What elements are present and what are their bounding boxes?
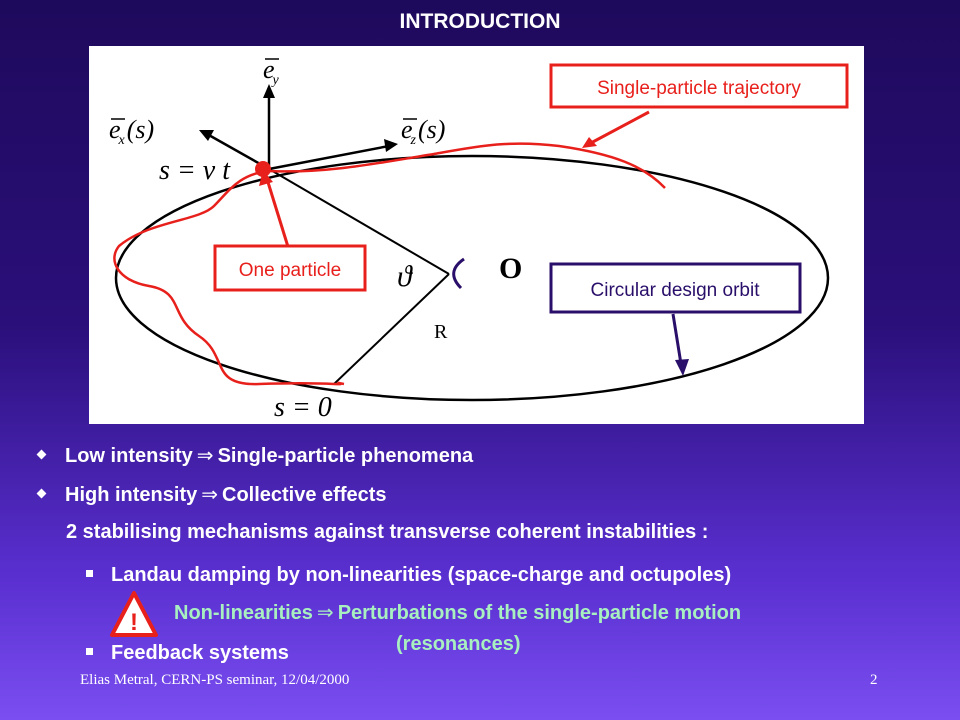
orbit-diagram: ey ex(s) ez(s) s = v t s = 0 O R ϑ Singl… xyxy=(109,55,849,423)
implies-icon: ⇒ xyxy=(201,484,218,506)
warning-right-text: Perturbations of the single-particle mot… xyxy=(337,602,742,624)
ey-arrowhead xyxy=(263,84,275,98)
center-label: O xyxy=(499,252,522,285)
diamond-bullet-icon xyxy=(36,488,47,499)
single-particle-trajectory xyxy=(113,142,666,386)
particle-radius-line xyxy=(268,168,450,275)
bullet-right-text: Collective effects xyxy=(222,484,387,506)
particle-pointer xyxy=(265,178,291,251)
page-number: 2 xyxy=(870,672,878,688)
mechanism-landau: Landau damping by non-linearities (space… xyxy=(86,564,731,587)
trajectory-label: Single-particle trajectory xyxy=(597,78,801,99)
ez-label: ez(s) xyxy=(401,115,445,148)
square-bullet-icon xyxy=(86,570,93,578)
orbit-figure: ey ex(s) ez(s) s = v t s = 0 O R ϑ Singl… xyxy=(89,46,864,424)
trajectory-label-box xyxy=(549,63,849,109)
implies-icon: ⇒ xyxy=(196,445,214,467)
ex-label: ex(s) xyxy=(109,115,154,148)
particle-pointer-head xyxy=(259,170,273,186)
warning-line-2: (resonances) xyxy=(396,633,521,655)
mechanism-text: Landau damping by non-linearities (space… xyxy=(111,564,732,586)
particle-label-box xyxy=(213,244,367,292)
theta-arc xyxy=(452,257,465,290)
bullet-high-intensity: High intensity⇒Collective effects xyxy=(36,482,387,507)
radius-label: R xyxy=(434,321,448,343)
mechanism-text: Feedback systems xyxy=(111,642,289,664)
trajectory-pointer-head xyxy=(582,137,597,148)
bullet-low-intensity: Low intensity⇒Single-particle phenomena xyxy=(36,443,474,468)
ez-arrowhead xyxy=(384,139,398,152)
slide-title: INTRODUCTION xyxy=(399,10,561,33)
square-bullet-icon xyxy=(86,648,93,656)
orbit-pointer xyxy=(671,313,683,365)
trajectory-pointer xyxy=(588,110,650,146)
theta-label: ϑ xyxy=(397,260,414,293)
radius-line xyxy=(333,273,450,385)
warning-icon: ! xyxy=(110,591,158,637)
s-zero-label: s = 0 xyxy=(274,392,332,423)
ex-arrowhead xyxy=(199,130,214,141)
particle-label: One particle xyxy=(239,260,341,281)
orbit-label: Circular design orbit xyxy=(591,280,761,301)
diamond-bullet-icon xyxy=(36,449,47,460)
warning-line-1: Non-linearities⇒Perturbations of the sin… xyxy=(174,600,741,625)
warning-left-text: Non-linearities xyxy=(174,602,313,624)
orbit-pointer-head xyxy=(675,359,689,376)
orbit-label-box xyxy=(549,262,802,314)
mechanisms-intro: 2 stabilising mechanisms against transve… xyxy=(66,521,709,543)
particle-dot xyxy=(255,161,271,177)
implies-icon: ⇒ xyxy=(316,602,334,624)
bullet-right-text: Single-particle phenomena xyxy=(217,445,474,467)
bullet-left-text: High intensity xyxy=(65,484,198,506)
footer-author: Elias Metral, CERN-PS seminar, 12/04/200… xyxy=(80,672,350,688)
s-vt-label: s = v t xyxy=(159,155,231,186)
mechanism-feedback: Feedback systems xyxy=(86,642,289,665)
bullet-left-text: Low intensity xyxy=(65,445,193,467)
design-orbit-ellipse xyxy=(114,154,830,402)
ez-axis xyxy=(268,144,390,171)
ey-label: ey xyxy=(263,55,280,88)
warning-symbol: ! xyxy=(130,609,138,636)
